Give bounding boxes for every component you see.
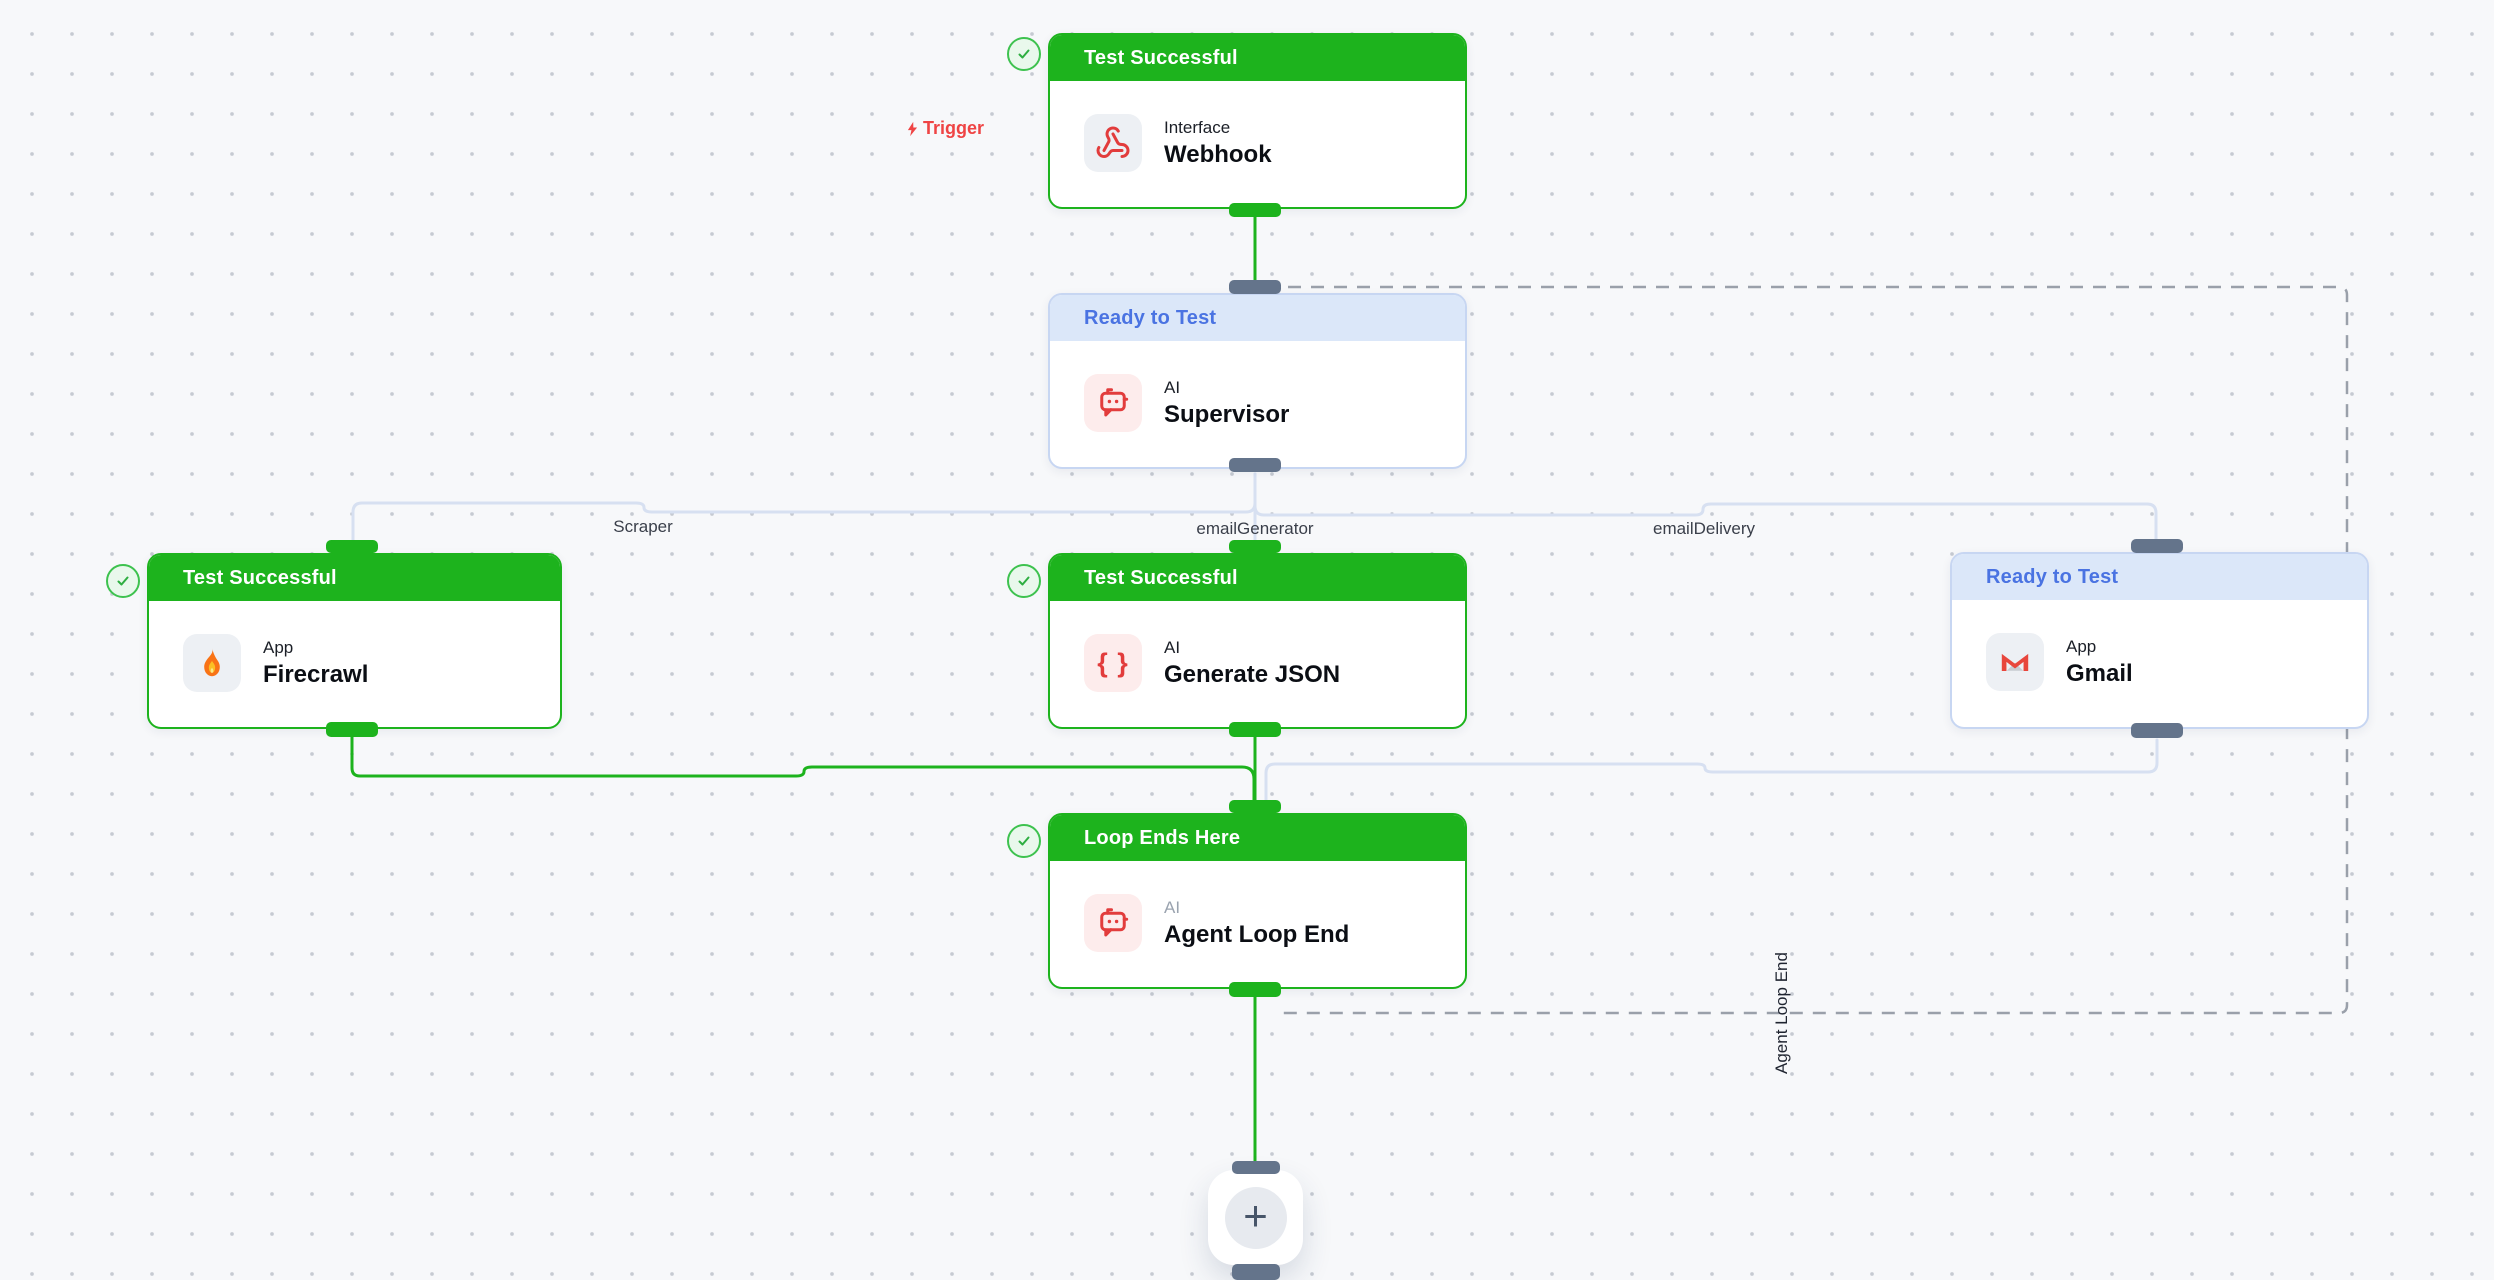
add-node-button[interactable]: + — [1208, 1170, 1303, 1265]
trigger-label: Trigger — [904, 118, 984, 139]
node-webhook-status: Test Successful — [1050, 35, 1465, 81]
node-gmail[interactable]: Ready to Test App Gmail — [1950, 552, 2369, 729]
firecrawl-check-icon — [106, 564, 140, 598]
edge-label-scraper: Scraper — [613, 517, 673, 536]
braces-icon: { } — [1084, 634, 1142, 692]
node-supervisor-type: AI — [1164, 378, 1181, 397]
node-gmail-name: Gmail — [2066, 660, 2133, 687]
connector-generate-json-top[interactable] — [1229, 540, 1281, 553]
node-webhook-name: Webhook — [1164, 141, 1272, 168]
node-agent-loop-end[interactable]: Loop Ends Here AI Agent Loop End — [1048, 813, 1467, 989]
agent-loop-end-check-icon — [1007, 824, 1041, 858]
node-generate-json-status: Test Successful — [1050, 555, 1465, 601]
node-firecrawl-status: Test Successful — [149, 555, 560, 601]
node-agent-loop-end-name: Agent Loop End — [1164, 921, 1350, 948]
node-supervisor-name: Supervisor — [1164, 401, 1290, 428]
node-firecrawl-type: App — [263, 638, 294, 657]
edge-label-email-delivery: emailDelivery — [1652, 519, 1756, 538]
lightning-icon — [907, 121, 918, 136]
plus-icon: + — [1224, 1186, 1287, 1249]
node-generate-json-type: AI — [1164, 638, 1181, 657]
edge-label-email-generator: emailGenerator — [1196, 519, 1314, 538]
connector-gmail-top[interactable] — [2131, 539, 2183, 553]
node-agent-loop-end-status: Loop Ends Here — [1050, 815, 1465, 861]
webhook-check-icon — [1007, 37, 1041, 71]
generate-json-check-icon — [1007, 564, 1041, 598]
node-gmail-status: Ready to Test — [1952, 554, 2367, 600]
gmail-icon — [1986, 633, 2044, 691]
webhook-icon — [1084, 114, 1142, 172]
node-supervisor[interactable]: Ready to Test AI Supervisor — [1048, 293, 1467, 469]
node-gmail-type: App — [2066, 637, 2097, 656]
connector-supervisor-top[interactable] — [1229, 280, 1281, 294]
connector-firecrawl-top[interactable] — [326, 540, 378, 553]
flame-icon — [183, 634, 241, 692]
edge-supervisor-firecrawl — [351, 472, 1257, 549]
node-supervisor-status: Ready to Test — [1050, 295, 1465, 341]
node-firecrawl[interactable]: Test Successful App Firecrawl — [147, 553, 562, 729]
connector-agent-loop-end-top[interactable] — [1229, 800, 1281, 813]
loop-boundary-label: Agent Loop End — [1772, 952, 1791, 1074]
robot-icon — [1084, 374, 1142, 432]
edge-firecrawl-agentloopend — [350, 728, 1256, 805]
node-webhook[interactable]: Test Successful Interface Webhook — [1048, 33, 1467, 209]
node-generate-json-name: Generate JSON — [1164, 661, 1341, 688]
node-firecrawl-name: Firecrawl — [263, 661, 369, 688]
node-generate-json[interactable]: Test Successful { } AI Generate JSON — [1048, 553, 1467, 729]
robot-icon — [1084, 894, 1142, 952]
edge-gmail-agentloopend — [1264, 738, 2159, 805]
node-webhook-type: Interface — [1164, 118, 1231, 137]
node-agent-loop-end-type: AI — [1164, 898, 1181, 917]
connector-add-bottom[interactable] — [1232, 1264, 1280, 1280]
